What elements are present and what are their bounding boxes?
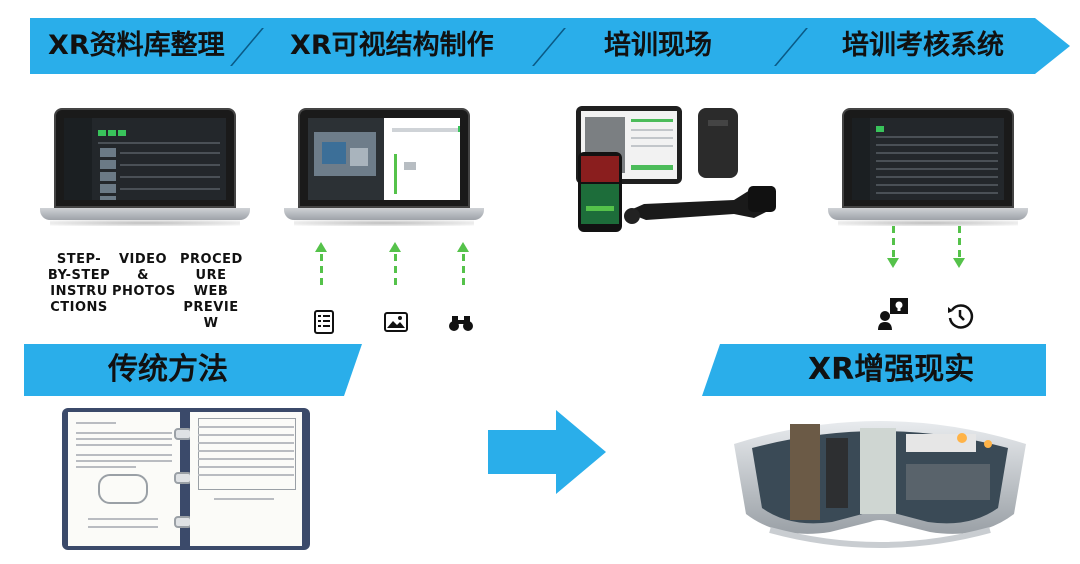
- transition-arrow: [488, 410, 606, 494]
- traditional-method-banner: [24, 344, 362, 396]
- stage-xr-library: XR资料库整理: [48, 30, 225, 61]
- stage-training-assessment: 培训考核系统: [842, 30, 1004, 61]
- stage-training-site: 培训现场: [604, 30, 712, 61]
- stage-xr-visual-structure: XR可视结构制作: [290, 30, 494, 61]
- label-video-photos: VIDEO & PHOTOS: [112, 252, 176, 299]
- compute-box-device: [698, 108, 738, 178]
- image-icon: [384, 312, 408, 336]
- up-arrow: [457, 242, 469, 286]
- presenter-idea-icon: [878, 298, 908, 334]
- binoculars-icon: [448, 314, 474, 336]
- laptop-library-screen: [40, 108, 250, 226]
- checklist-icon: [314, 310, 334, 338]
- label-step-by-step: STEP- BY-STEP INSTRU CTIONS: [47, 252, 111, 315]
- laptop-visual-editor-screen: [284, 108, 484, 226]
- xr-ar-title: XR增强现实: [808, 352, 975, 387]
- traditional-method-title: 传统方法: [108, 352, 228, 387]
- label-procedure-preview: PROCED URE WEB PREVIE W: [180, 252, 243, 331]
- smart-glasses-device: [622, 178, 782, 230]
- up-arrow: [315, 242, 327, 286]
- down-arrow: [887, 226, 899, 270]
- ar-headset-visor: [730, 404, 1030, 554]
- laptop-assessment-screen: [828, 108, 1028, 226]
- tablet-device: [576, 106, 682, 184]
- process-banner: XR资料库整理 XR可视结构制作 培训现场 培训考核系统: [0, 18, 1080, 74]
- phone-device: [578, 152, 622, 232]
- down-arrow: [953, 226, 965, 270]
- clock-history-icon: [946, 302, 974, 334]
- up-arrow: [389, 242, 401, 286]
- paper-manual-binder: [62, 408, 310, 550]
- xr-ar-banner: [702, 344, 1046, 396]
